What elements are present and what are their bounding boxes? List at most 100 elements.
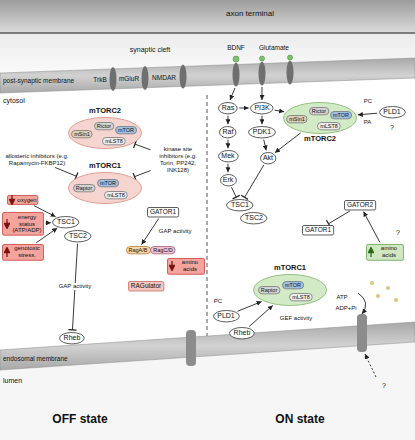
subunit-pill: mSin1 [71,130,93,138]
connector [142,218,159,244]
connector [55,167,76,176]
protein-oval: PLD1 [213,310,240,322]
connector [275,110,284,112]
connector [135,144,151,150]
node-text: RagA/B [129,247,148,253]
post-synaptic-membrane [0,58,415,93]
outline-shape [151,246,176,253]
outline-shape [219,102,238,113]
node-text: Raptor [261,287,278,293]
connector [45,222,50,223]
protein-oval: Erk [220,174,237,186]
connector [358,113,377,115]
protein-oval: PLD1 [379,106,406,118]
receptor-symbol [110,67,117,91]
subunit-pill: mLST8 [102,137,126,145]
protein-box: GATOR1 [302,225,334,235]
node-text: mTOR [100,180,116,186]
node-text: mTOR [333,112,349,118]
region-label: lumen [3,377,22,385]
condition-box: energy status (ATP/ADP) [2,212,44,236]
outline-shape [94,122,113,129]
outline-shape [241,212,267,223]
protein-oval: Raf [219,126,236,138]
node-text: mLST8 [105,138,123,144]
outline-shape [3,244,44,260]
node-text: Mek [221,152,234,160]
protein-oval: TSC1 [226,199,253,211]
transporter-symbol [357,314,367,352]
connector [363,212,379,243]
node-text: kinase site inhibitors (e.g. Torin, PP24… [152,146,204,174]
amino-acid-dot [394,298,398,302]
transporter-symbol [186,330,196,366]
outline-shape [290,293,313,300]
direction-icon [169,261,175,271]
node-text: TSC1 [231,201,249,209]
node-text: amino acids [376,245,402,259]
outline-shape [282,281,303,288]
protein-oval: PDK1 [248,126,276,138]
direction-icon [4,219,10,229]
direction-icon [4,247,10,257]
protein-box: GATOR2 [344,200,376,210]
node-text: RAGulator [131,282,161,289]
connector [227,140,228,149]
node-text: GATOR1 [305,226,331,233]
ligand-dot [288,55,293,60]
outline-shape [258,286,280,293]
protein-complex: mTORC2mSin1RictormTORmLST8 [283,102,357,134]
subunit-pill: mLST8 [289,293,313,301]
ligand-label: BDNF [227,44,245,51]
receptor-label: NMDAR [152,74,176,81]
lipid-label: PC [364,98,372,105]
receptor-symbol [142,66,149,90]
protein-oval: Rheb [59,332,85,344]
edge-label: GAP activity [158,228,193,235]
node-text: Rictor [97,123,111,129]
outline-shape [103,137,126,144]
ligand-dot [260,56,265,61]
connector [261,116,262,125]
outline-shape [260,152,275,163]
node-text: oxygen [17,197,36,204]
outline-shape [318,122,341,129]
node-text: Ras [222,104,234,112]
node-text: GATOR2 [347,201,373,208]
subunit-pill: mTOR [282,281,304,289]
node-text: Erk [223,176,234,184]
outline-shape [227,199,253,210]
node-text: mLST8 [107,192,125,198]
node-text: RagC/D [153,247,173,253]
node-text: Rheb [64,334,81,342]
connector [227,116,228,125]
subunit-pill: RagA/B [126,246,151,254]
amino-acid-dot [376,294,380,298]
state-title: OFF state [52,413,107,427]
subunit-pill: Rictor [94,122,114,130]
connector [249,305,273,326]
protein-oval: Mek [218,150,239,162]
axon-terminal [0,0,415,33]
subunit-pill: RagC/D [150,246,176,254]
node-text: genotoxic stress. [12,245,42,259]
node-text: amino acids [177,259,203,273]
node-text: GATOR1 [150,208,176,215]
subunit-pill: Rictor [309,107,329,115]
axon-membrane [0,32,415,34]
receptor-symbol [180,65,187,89]
outline-shape [213,310,239,321]
region-label: cytosol [3,97,25,105]
metabolite-label: ADP+Pi [335,305,356,312]
node-text: Raptor [76,185,93,191]
inhibitor-note: allosteric inhibitors (e.g. Rapamycin-FK… [2,153,72,167]
complex-label: mTORC1 [274,264,306,273]
subunit-pill: mLST8 [317,122,341,130]
protein-oval: PI3K [250,102,274,114]
unknown-mark: ? [382,382,386,390]
condition-box: amino acids [366,244,404,261]
connector [329,211,350,224]
node-text: mTOR [285,282,301,288]
outline-shape [218,150,238,161]
node-text: TSC2 [245,214,263,222]
